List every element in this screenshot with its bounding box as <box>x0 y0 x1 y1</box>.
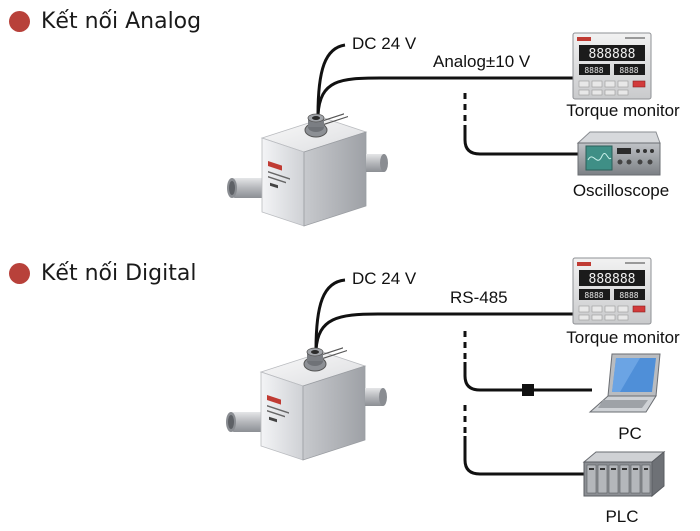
digital-torque-monitor-label: Torque monitor <box>566 328 680 347</box>
digital-section-title: Kết nối Digital <box>9 261 196 286</box>
analog-power-label: DC 24 V <box>352 34 417 53</box>
analog-section-title: Kết nối Analog <box>9 9 201 34</box>
plc-rack-icon <box>582 450 666 498</box>
pc-label: PC <box>618 424 642 443</box>
analog-torque-monitor-icon <box>572 32 652 100</box>
bullet-icon <box>9 263 30 284</box>
analog-signal-label: Analog±10 V <box>433 52 531 71</box>
digital-torque-monitor-icon <box>572 257 652 325</box>
analog-torque-monitor-label: Torque monitor <box>566 101 680 120</box>
analog-cables <box>316 43 578 156</box>
oscilloscope-label: Oscilloscope <box>572 181 670 200</box>
digital-power-label: DC 24 V <box>352 269 417 288</box>
oscilloscope-icon <box>576 131 661 176</box>
digital-signal-label: RS-485 <box>450 288 508 307</box>
analog-title-text: Kết nối Analog <box>41 9 202 34</box>
bullet-icon <box>9 11 30 32</box>
plc-label: PLC <box>605 507 639 526</box>
laptop-pc-icon <box>588 353 661 413</box>
digital-title-text: Kết nối Digital <box>41 261 197 286</box>
analog-torque-sensor-icon <box>226 112 389 227</box>
digital-cables <box>314 278 592 476</box>
cable-connector-icon <box>522 384 534 396</box>
digital-torque-sensor-icon <box>225 346 388 461</box>
